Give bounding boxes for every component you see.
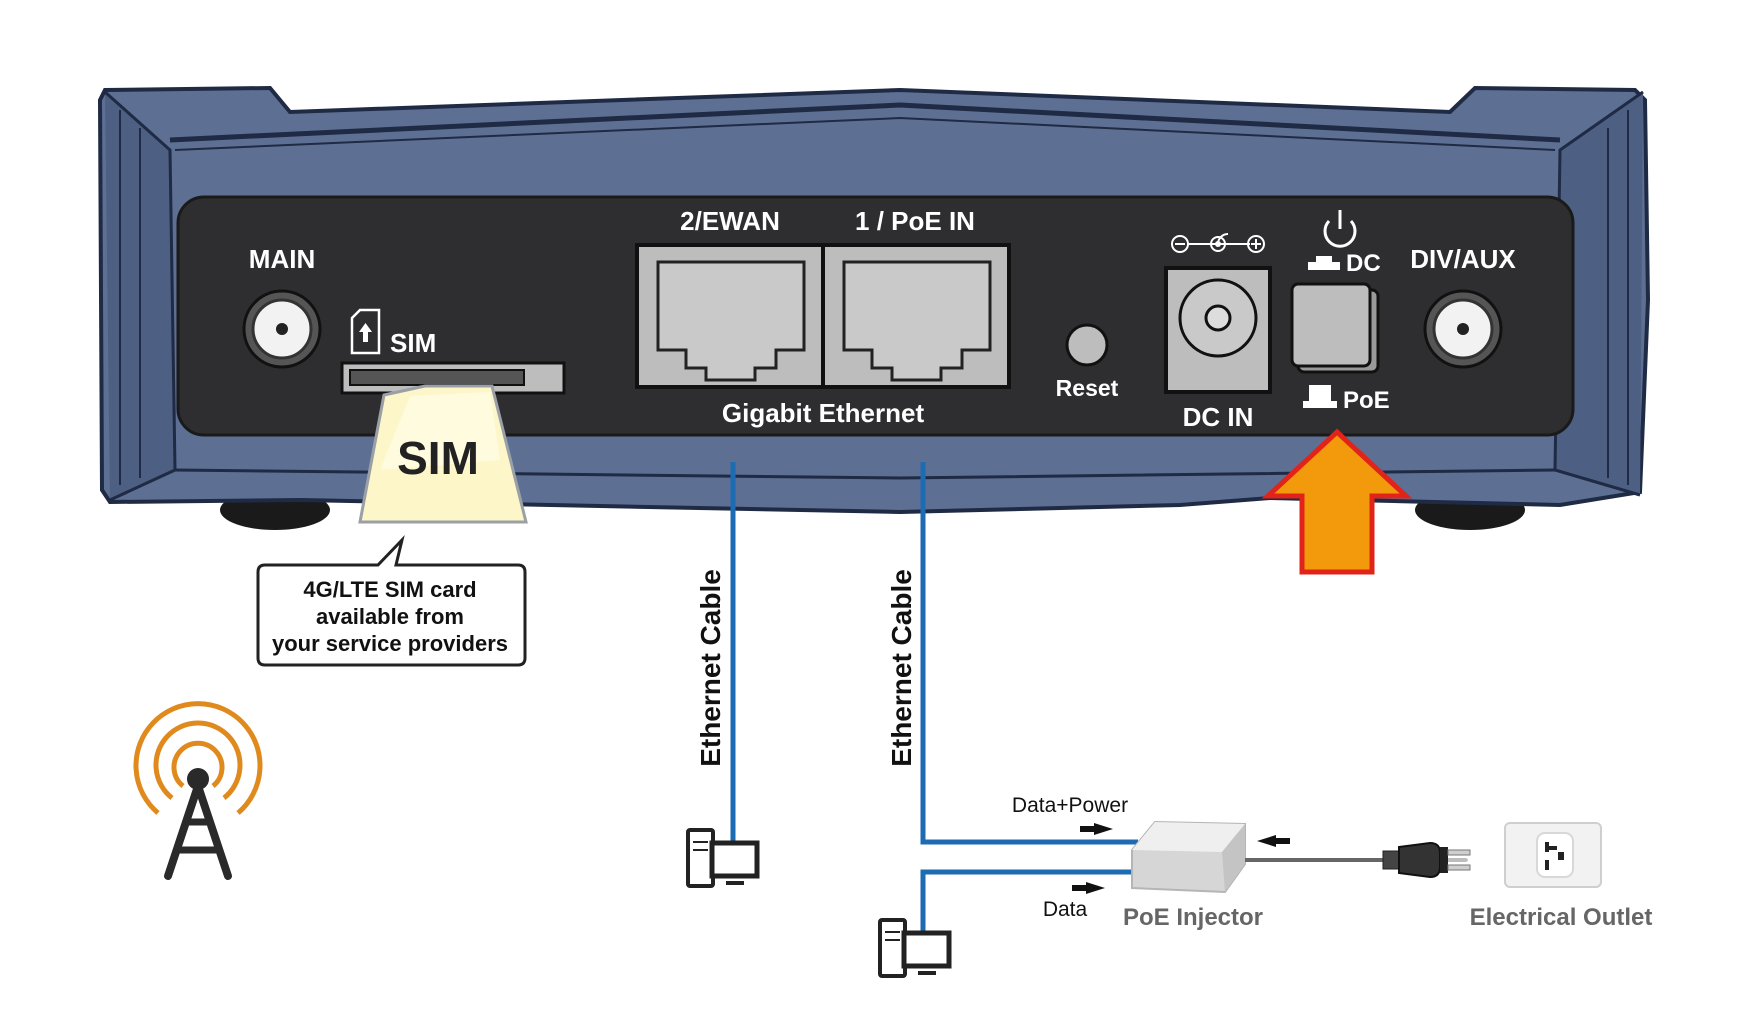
dc-in-label: DC IN xyxy=(1183,402,1254,432)
reset-label: Reset xyxy=(1056,375,1119,401)
data-power-arrow xyxy=(1080,823,1113,835)
reset-button xyxy=(1065,323,1109,367)
sim-card-label: SIM xyxy=(397,432,479,484)
ethernet-cable-2-label: Ethernet Cable xyxy=(886,569,917,767)
div-aux-antenna-connector xyxy=(1423,289,1503,369)
switch-poe-position-icon xyxy=(1303,385,1337,408)
data-label: Data xyxy=(1043,898,1088,921)
div-aux-label: DIV/AUX xyxy=(1410,244,1516,274)
polarity-icon xyxy=(1171,233,1265,253)
ethernet-cable-1-label: Ethernet Cable xyxy=(695,569,726,767)
ethernet-cable-2 xyxy=(920,462,1138,845)
dc-label: DC xyxy=(1346,250,1381,277)
callout-line-1: 4G/LTE SIM card xyxy=(303,577,476,602)
data-cable xyxy=(920,869,1138,935)
computer-icon xyxy=(878,918,952,978)
callout-line-3: your service providers xyxy=(272,631,508,656)
callout-line-2: available from xyxy=(316,604,464,629)
sim-icon xyxy=(350,308,381,355)
tower-icon xyxy=(164,768,232,880)
ethernet-port-2 xyxy=(635,243,825,389)
gigabit-ethernet-label: Gigabit Ethernet xyxy=(722,398,925,428)
sim-label: SIM xyxy=(390,328,436,358)
power-input-arrow xyxy=(1257,835,1290,847)
power-icon xyxy=(1323,210,1357,248)
data-arrow xyxy=(1072,882,1105,894)
switch-dc-position-icon xyxy=(1308,256,1340,270)
power-mode-switch xyxy=(1290,282,1380,374)
poe-label: PoE xyxy=(1343,387,1390,414)
port-2-ewan-label: 2/EWAN xyxy=(680,206,780,236)
ethernet-port-1 xyxy=(821,243,1011,389)
port-1-poe-in-label: 1 / PoE IN xyxy=(855,206,975,236)
plug-icon xyxy=(1382,841,1471,879)
main-antenna-connector xyxy=(242,289,322,369)
sim-callout xyxy=(256,534,527,667)
electrical-outlet-label: Electrical Outlet xyxy=(1470,904,1653,931)
poe-injector-label: PoE Injector xyxy=(1123,904,1263,931)
arrow-up-icon xyxy=(1261,428,1413,575)
poe-injector xyxy=(1131,820,1246,894)
signal-icon xyxy=(133,701,263,815)
dc-in-jack xyxy=(1164,266,1272,394)
computer-icon xyxy=(686,828,760,888)
main-label: MAIN xyxy=(249,244,315,274)
data-power-label: Data+Power xyxy=(1012,794,1128,817)
sim-card xyxy=(358,384,528,524)
outlet-icon xyxy=(1504,822,1602,888)
